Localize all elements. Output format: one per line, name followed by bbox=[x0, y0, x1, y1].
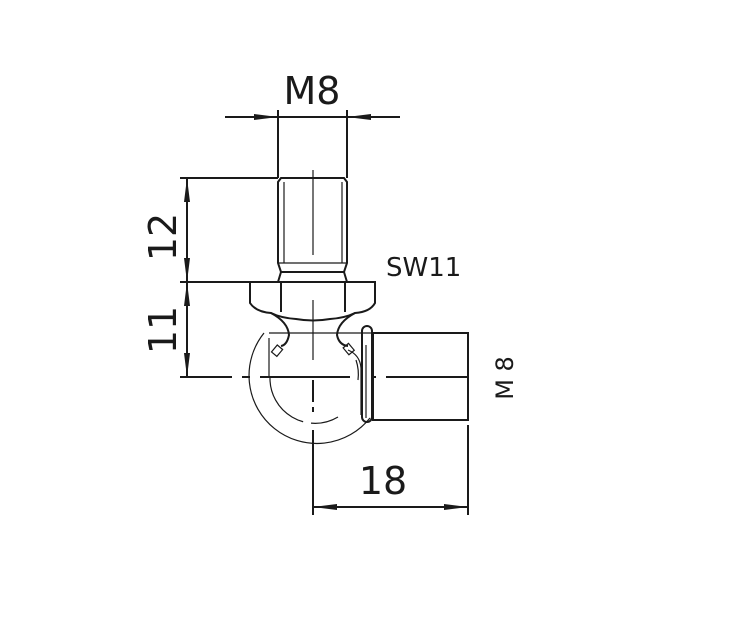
threaded-stud bbox=[277, 170, 348, 283]
label-thread-side: M 8 bbox=[491, 356, 519, 400]
label-width: 18 bbox=[359, 459, 407, 503]
label-stud-length: 12 bbox=[141, 213, 185, 261]
dimension-12 bbox=[180, 177, 278, 282]
label-wrench-size: SW11 bbox=[386, 253, 461, 283]
retaining-pin bbox=[361, 325, 373, 423]
dimension-m8-top bbox=[225, 110, 400, 178]
dimension-11 bbox=[180, 281, 250, 378]
dimension-18 bbox=[312, 425, 469, 515]
side-cylinder bbox=[372, 332, 469, 421]
label-hex-height: 11 bbox=[141, 306, 185, 354]
ball-socket bbox=[242, 312, 372, 445]
hex-nut bbox=[249, 281, 376, 360]
label-thread-top: M8 bbox=[284, 69, 341, 113]
